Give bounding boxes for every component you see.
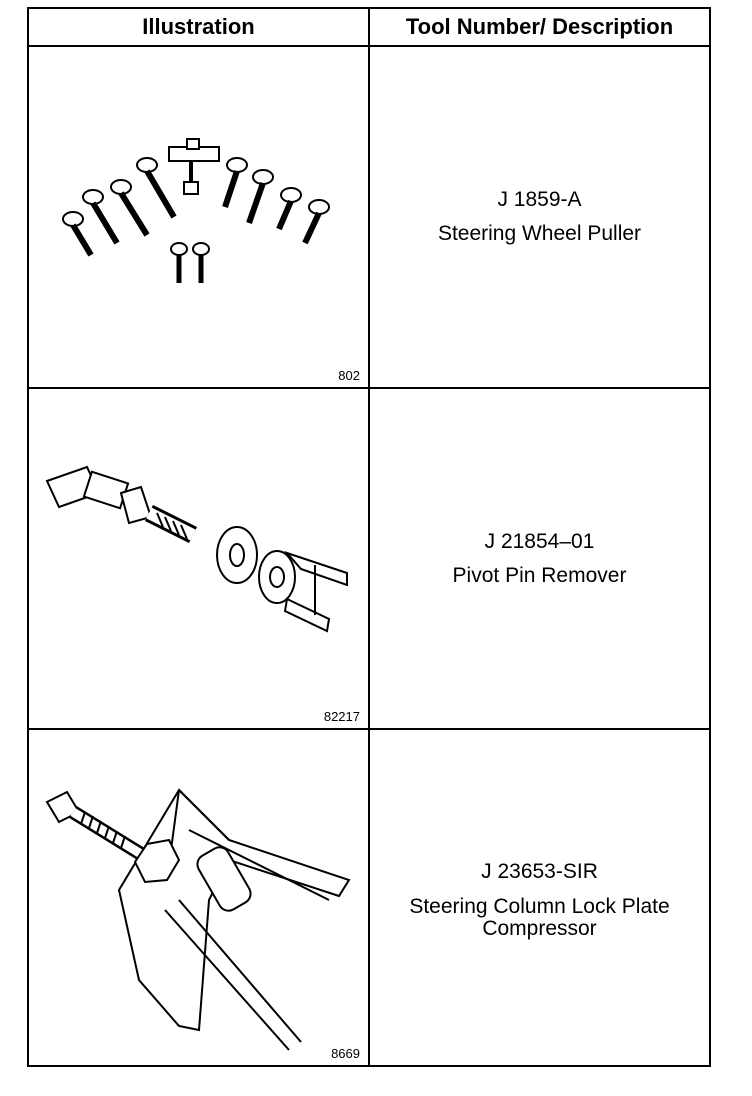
tool-table: Illustration Tool Number/ Description	[27, 7, 711, 1067]
table-row: 802 J 1859-A Steering Wheel Puller	[29, 47, 709, 389]
figure-id: 802	[338, 368, 360, 383]
lock-plate-compressor-illustration	[45, 788, 351, 1051]
figure-id: 8669	[331, 1046, 360, 1061]
illustration-cell: 802	[29, 47, 370, 387]
tool-name: Steering Column Lock Plate Compressor	[409, 895, 670, 941]
figure-id: 82217	[323, 709, 360, 724]
tool-number: J 21854–01	[484, 529, 595, 553]
steering-wheel-puller-illustration	[62, 138, 330, 283]
table-row: 8669 J 23653-SIR Steering Column Lock Pl…	[29, 730, 709, 1065]
tool-description-cell: J 23653-SIR Steering Column Lock Plate C…	[370, 730, 709, 1065]
header-illustration: Illustration	[29, 9, 370, 47]
tool-description-cell: J 21854–01 Pivot Pin Remover	[370, 389, 709, 728]
header-tool-description: Tool Number/ Description	[370, 9, 709, 47]
tool-number: J 23653-SIR	[481, 859, 598, 883]
illustration-cell: 8669	[29, 730, 370, 1065]
pivot-pin-remover-illustration	[45, 465, 348, 633]
tool-number: J 1859-A	[497, 188, 582, 212]
table-row: 82217 J 21854–01 Pivot Pin Remover	[29, 389, 709, 730]
tool-name: Pivot Pin Remover	[452, 563, 627, 587]
tool-description-cell: J 1859-A Steering Wheel Puller	[370, 47, 709, 387]
tool-name: Steering Wheel Puller	[437, 222, 642, 245]
illustration-cell: 82217	[29, 389, 370, 728]
